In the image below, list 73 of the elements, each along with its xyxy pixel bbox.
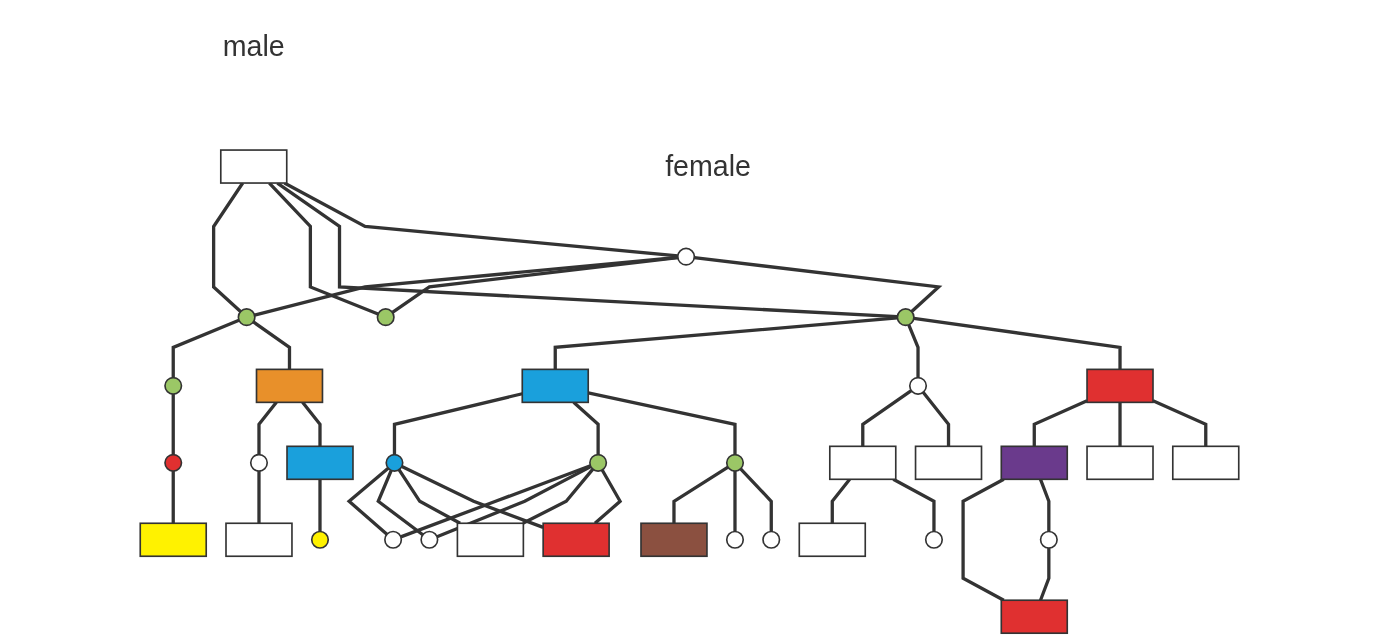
node-box bbox=[914, 445, 983, 481]
node-circle bbox=[725, 530, 745, 549]
node-circle bbox=[677, 247, 696, 266]
node-box bbox=[1086, 445, 1154, 481]
node-box bbox=[640, 522, 708, 558]
connector bbox=[171, 471, 175, 524]
node-circle bbox=[908, 376, 928, 395]
connector bbox=[254, 255, 678, 317]
node-box bbox=[1086, 368, 1154, 404]
connector bbox=[283, 181, 678, 258]
connector bbox=[739, 467, 773, 532]
node-circle bbox=[385, 453, 404, 472]
connector bbox=[212, 182, 245, 313]
node-box bbox=[1171, 445, 1240, 481]
connector bbox=[276, 181, 898, 319]
connector bbox=[672, 465, 729, 524]
node-box bbox=[255, 368, 324, 404]
connector bbox=[961, 477, 1005, 602]
connector bbox=[318, 479, 322, 532]
connector bbox=[257, 401, 278, 455]
connector bbox=[171, 394, 175, 455]
connector bbox=[1152, 399, 1208, 447]
connector bbox=[436, 465, 592, 539]
connector bbox=[694, 256, 943, 313]
connector bbox=[830, 478, 851, 524]
node-circle bbox=[376, 308, 395, 327]
connector bbox=[733, 471, 737, 532]
connector bbox=[301, 401, 322, 447]
connector bbox=[397, 468, 461, 525]
connector bbox=[1038, 548, 1051, 601]
connector bbox=[391, 256, 679, 314]
node-circle bbox=[896, 308, 915, 327]
node-box bbox=[219, 149, 288, 184]
node-circle bbox=[249, 453, 269, 472]
connector bbox=[400, 464, 591, 539]
node-circle bbox=[420, 530, 439, 549]
node-box bbox=[828, 445, 897, 481]
node-box bbox=[798, 522, 867, 558]
connector bbox=[401, 464, 544, 529]
node-circle bbox=[589, 453, 608, 472]
node-circle bbox=[384, 530, 403, 549]
node-box bbox=[456, 522, 525, 558]
connector bbox=[553, 316, 898, 370]
node-box bbox=[521, 368, 590, 404]
connector bbox=[861, 389, 913, 447]
node-circle bbox=[237, 308, 256, 327]
node-label: male bbox=[222, 29, 285, 63]
node-box bbox=[139, 522, 208, 558]
node-circle bbox=[164, 376, 183, 395]
node-box bbox=[225, 522, 293, 558]
node-box bbox=[1000, 599, 1069, 635]
node-label: female bbox=[665, 149, 751, 183]
node-circle bbox=[164, 453, 183, 472]
connector bbox=[392, 392, 523, 455]
node-circle bbox=[762, 530, 781, 549]
connector bbox=[907, 324, 920, 378]
connector bbox=[1038, 478, 1051, 532]
node-box bbox=[542, 522, 610, 558]
node-circle bbox=[310, 530, 330, 549]
node-circle bbox=[1039, 530, 1058, 549]
connector bbox=[257, 471, 261, 524]
node-box bbox=[286, 445, 354, 481]
connector bbox=[522, 468, 595, 525]
connector bbox=[1118, 402, 1122, 447]
connector bbox=[252, 320, 292, 370]
connector bbox=[171, 318, 240, 378]
connector bbox=[921, 391, 951, 447]
node-box bbox=[1000, 445, 1069, 481]
node-circle bbox=[725, 453, 745, 472]
node-circle bbox=[924, 530, 944, 549]
connector bbox=[572, 401, 600, 455]
connector bbox=[1032, 399, 1088, 447]
connector bbox=[913, 316, 1122, 370]
